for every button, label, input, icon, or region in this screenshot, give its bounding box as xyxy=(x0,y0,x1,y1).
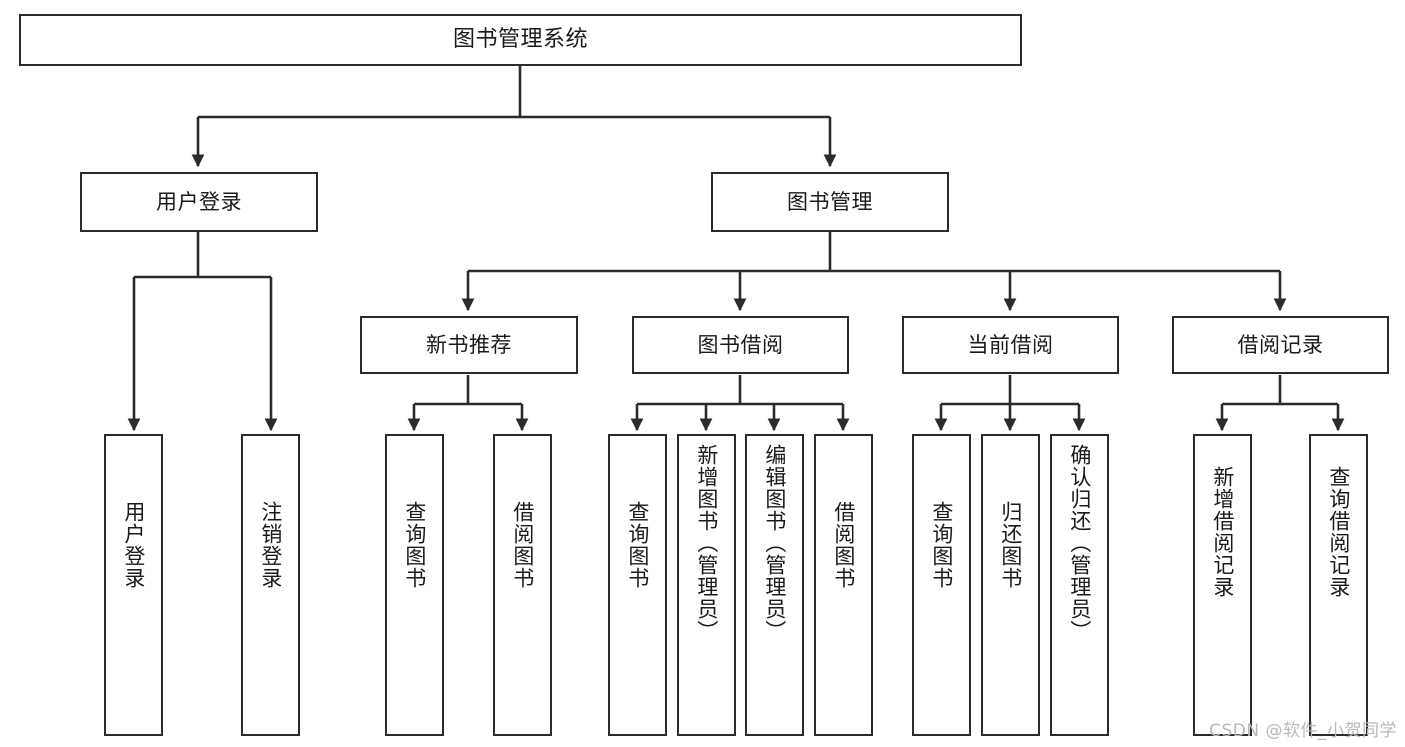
csdn-watermark: CSDN @软件_小贺同学 xyxy=(1209,721,1397,741)
node-user-login[interactable]: 用户登录 xyxy=(80,172,318,232)
leaf-borrow-book-2[interactable]: 借阅图书 xyxy=(814,434,873,736)
leaf-borrow-book-1[interactable]: 借阅图书 xyxy=(493,434,552,736)
leaf-query-book-3-label: 查询图书 xyxy=(929,501,954,589)
leaf-borrow-book-1-label: 借阅图书 xyxy=(510,501,535,589)
leaf-query-book-1[interactable]: 查询图书 xyxy=(385,434,444,736)
node-new-book-recommend[interactable]: 新书推荐 xyxy=(360,316,578,374)
leaf-add-record[interactable]: 新增借阅记录 xyxy=(1193,434,1252,736)
leaf-add-record-label: 新增借阅记录 xyxy=(1210,466,1235,598)
node-book-manage-label: 图书管理 xyxy=(787,189,873,214)
node-new-book-recommend-label: 新书推荐 xyxy=(426,332,512,357)
node-root[interactable]: 图书管理系统 xyxy=(19,14,1022,66)
node-borrow-record[interactable]: 借阅记录 xyxy=(1172,316,1389,374)
leaf-edit-book-label: 编辑图书（管理员） xyxy=(762,444,787,642)
node-user-login-label: 用户登录 xyxy=(156,189,242,214)
leaf-return-book-label: 归还图书 xyxy=(998,501,1023,589)
node-book-borrow[interactable]: 图书借阅 xyxy=(632,316,849,374)
leaf-query-book-2[interactable]: 查询图书 xyxy=(608,434,667,736)
leaf-user-login-label: 用户登录 xyxy=(121,501,146,589)
leaf-query-book-2-label: 查询图书 xyxy=(625,501,650,589)
node-borrow-record-label: 借阅记录 xyxy=(1237,332,1324,357)
leaf-edit-book[interactable]: 编辑图书（管理员） xyxy=(745,434,804,736)
node-current-borrow[interactable]: 当前借阅 xyxy=(902,316,1119,374)
leaf-return-book[interactable]: 归还图书 xyxy=(981,434,1040,736)
leaf-user-logout[interactable]: 注销登录 xyxy=(241,434,300,736)
node-book-manage[interactable]: 图书管理 xyxy=(711,172,949,232)
leaf-confirm-return[interactable]: 确认归还（管理员） xyxy=(1050,434,1109,736)
leaf-add-book[interactable]: 新增图书（管理员） xyxy=(677,434,736,736)
node-book-borrow-label: 图书借阅 xyxy=(697,332,784,357)
leaf-user-logout-label: 注销登录 xyxy=(258,501,283,589)
leaf-user-login[interactable]: 用户登录 xyxy=(104,434,163,736)
node-current-borrow-label: 当前借阅 xyxy=(967,332,1054,357)
leaf-query-book-1-label: 查询图书 xyxy=(402,501,427,589)
leaf-query-book-3[interactable]: 查询图书 xyxy=(912,434,971,736)
leaf-query-record[interactable]: 查询借阅记录 xyxy=(1309,434,1368,736)
leaf-confirm-return-label: 确认归还（管理员） xyxy=(1067,444,1092,642)
leaf-add-book-label: 新增图书（管理员） xyxy=(694,444,719,642)
node-root-label: 图书管理系统 xyxy=(452,27,588,52)
leaf-query-record-label: 查询借阅记录 xyxy=(1326,466,1351,598)
leaf-borrow-book-2-label: 借阅图书 xyxy=(831,501,856,589)
